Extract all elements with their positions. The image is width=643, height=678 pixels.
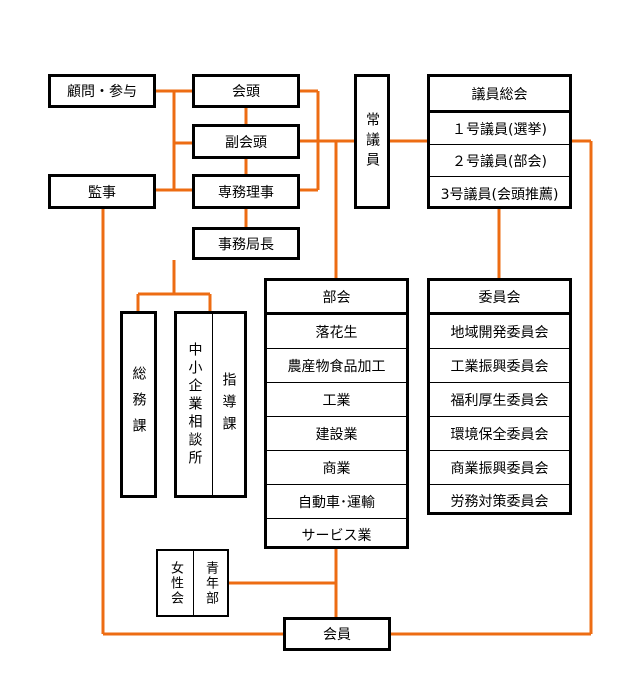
auditor-label: 監事: [88, 184, 116, 201]
general-affairs-label: 総務課: [130, 365, 147, 444]
chairman-box: 会頭: [192, 74, 300, 108]
exec-director-box: 専務理事: [192, 174, 300, 209]
bukai-item: サービス業: [267, 518, 406, 550]
bukai-item: 建設業: [267, 416, 406, 451]
sme-center-label: 中小企業相談所: [186, 341, 203, 468]
auditor-box: 監事: [48, 174, 156, 209]
vice-chairman-box: 副会頭: [192, 124, 300, 159]
bukai-item: 商業: [267, 450, 406, 485]
assembly-item: 3号議員(会頭推薦): [430, 176, 569, 210]
standing-members-label: 常議員: [364, 111, 380, 172]
committee-item: 環境保全委員会: [430, 416, 569, 451]
bukai-box: 部会 落花生 農産物食品加工 工業 建設業 商業 自動車･運輸 サービス業: [264, 278, 409, 549]
secretary-general-box: 事務局長: [192, 227, 300, 260]
committee-item: 福利厚生委員会: [430, 382, 569, 417]
assembly-item: ２号議員(部会): [430, 144, 569, 177]
bukai-title: 部会: [267, 281, 406, 314]
guidance-label: 指導課: [220, 371, 237, 438]
exec-director-label: 専務理事: [218, 184, 274, 201]
committee-item: 商業振興委員会: [430, 450, 569, 485]
women-group-label: 女性会: [168, 560, 183, 606]
committees-title: 委員会: [430, 281, 569, 314]
youth-group-label: 青年部: [203, 560, 218, 606]
bukai-item: 工業: [267, 382, 406, 417]
advisor-box: 顧問・参与: [48, 74, 156, 108]
committees-box: 委員会 地域開発委員会 工業振興委員会 福利厚生委員会 環境保全委員会 商業振興…: [427, 278, 572, 515]
members-box: 会員: [283, 617, 391, 651]
assembly-box: 議員総会 １号議員(選挙) ２号議員(部会) 3号議員(会頭推薦): [427, 74, 572, 209]
sme-guidance-box: 中小企業相談所 指導課: [174, 311, 247, 498]
committee-item: 労務対策委員会: [430, 484, 569, 516]
committee-item: 工業振興委員会: [430, 348, 569, 383]
bukai-item: 自動車･運輸: [267, 484, 406, 519]
standing-members-box: 常議員: [354, 74, 390, 209]
chairman-label: 会頭: [232, 84, 260, 100]
secretary-general-label: 事務局長: [218, 236, 274, 253]
advisor-label: 顧問・参与: [67, 84, 137, 100]
groups-box: 女性会 青年部: [156, 549, 229, 617]
assembly-title: 議員総会: [430, 77, 569, 112]
committee-item: 地域開発委員会: [430, 314, 569, 349]
general-affairs-box: 総務課: [120, 311, 157, 498]
vice-chairman-label: 副会頭: [225, 134, 267, 151]
assembly-item: １号議員(選挙): [430, 112, 569, 145]
bukai-item: 農産物食品加工: [267, 348, 406, 383]
bukai-item: 落花生: [267, 314, 406, 349]
members-label: 会員: [323, 627, 351, 643]
